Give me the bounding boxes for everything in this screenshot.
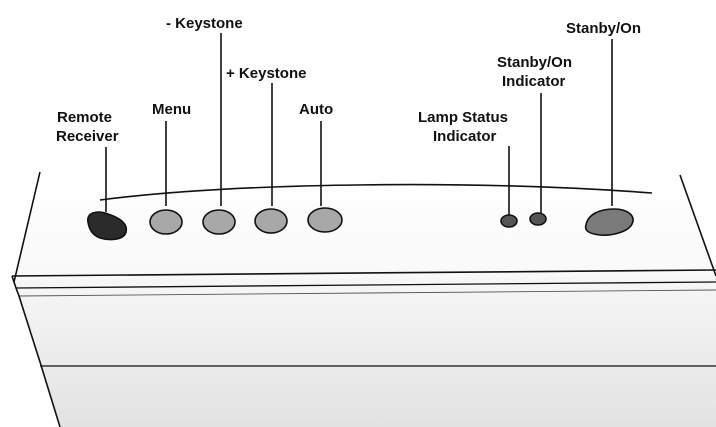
lamp-status-indicator xyxy=(500,214,518,228)
label-lamp-status-line2: Indicator xyxy=(433,128,497,145)
projector-body xyxy=(11,171,716,427)
front-ridge-line xyxy=(15,281,716,289)
front-top-ridge xyxy=(11,269,716,277)
front-left-edge xyxy=(11,275,61,427)
label-remote-receiver-line2: Receiver xyxy=(56,128,119,145)
label-menu: Menu xyxy=(152,101,191,118)
control-buttons xyxy=(87,207,634,241)
label-keystone-minus: - Keystone xyxy=(166,15,243,32)
label-remote-receiver-line1: Remote xyxy=(57,109,112,126)
top-panel-curve xyxy=(99,183,653,201)
keystone-plus-button[interactable] xyxy=(254,208,288,234)
body-left-edge xyxy=(13,171,41,283)
front-face xyxy=(16,276,716,427)
label-standby-indicator-line1: Stanby/On xyxy=(497,54,572,71)
label-standby-on: Stanby/On xyxy=(566,20,641,37)
keystone-minus-button[interactable] xyxy=(202,209,236,235)
body-right-edge xyxy=(679,174,716,277)
standby-on-button[interactable] xyxy=(584,208,634,236)
label-lamp-status-line1: Lamp Status xyxy=(418,109,508,126)
auto-button[interactable] xyxy=(307,207,343,233)
leader-lines xyxy=(105,33,613,216)
label-auto: Auto xyxy=(299,101,333,118)
menu-button[interactable] xyxy=(149,209,183,235)
labels: Remote Receiver Menu - Keystone + Keysto… xyxy=(56,15,641,145)
standby-on-indicator xyxy=(529,212,547,226)
front-ridge-shadow xyxy=(18,289,716,297)
label-standby-indicator-line2: Indicator xyxy=(502,73,566,90)
remote-receiver-sensor xyxy=(87,211,128,241)
label-keystone-plus: + Keystone xyxy=(226,65,306,82)
